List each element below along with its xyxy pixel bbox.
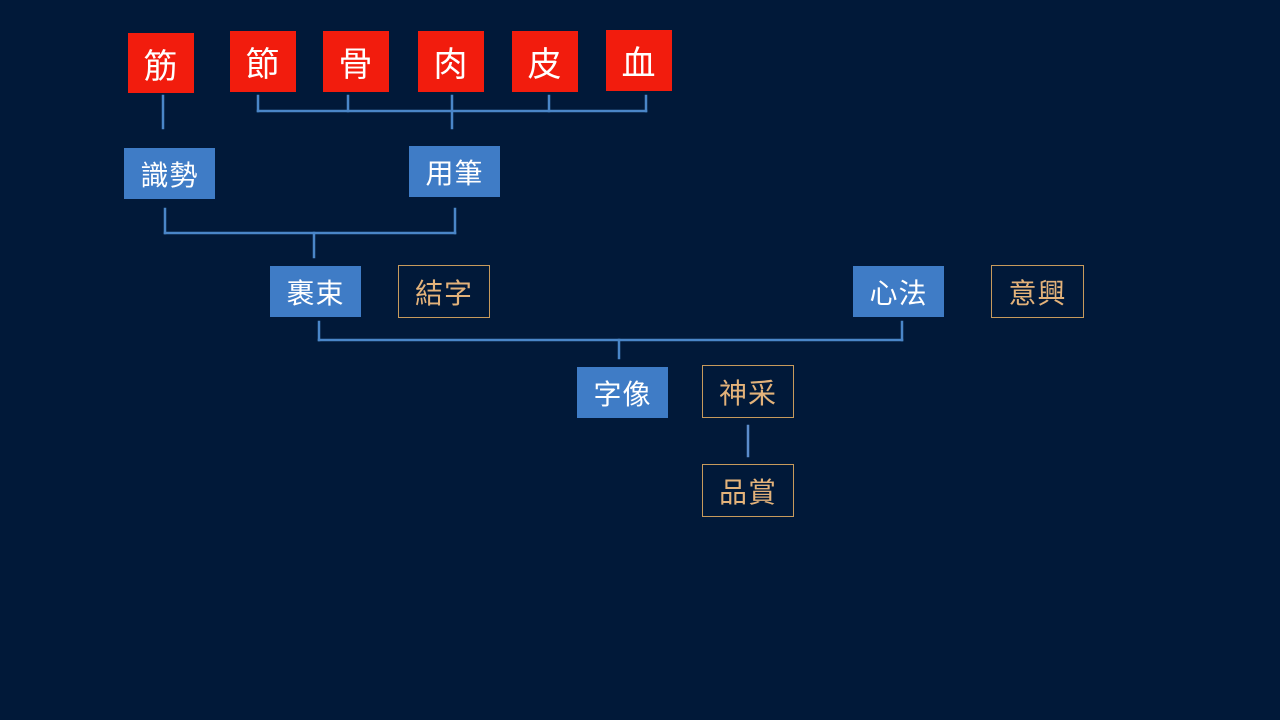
node-pi: 皮 [512, 31, 578, 92]
node-shencai: 神采 [702, 365, 794, 418]
node-jiezi: 結字 [398, 265, 490, 318]
node-shishi: 識勢 [124, 148, 215, 199]
node-rou: 肉 [418, 31, 484, 92]
node-gu: 骨 [323, 31, 389, 92]
node-pinshang: 品賞 [702, 464, 794, 517]
node-xue: 血 [606, 30, 672, 91]
node-zixiang: 字像 [577, 367, 668, 418]
node-jie: 節 [230, 31, 296, 92]
node-jin: 筋 [128, 33, 194, 93]
node-guoshu: 裹束 [270, 266, 361, 317]
node-yixing: 意興 [991, 265, 1084, 318]
node-yongbi: 用筆 [409, 146, 500, 197]
node-xinfa: 心法 [853, 266, 944, 317]
